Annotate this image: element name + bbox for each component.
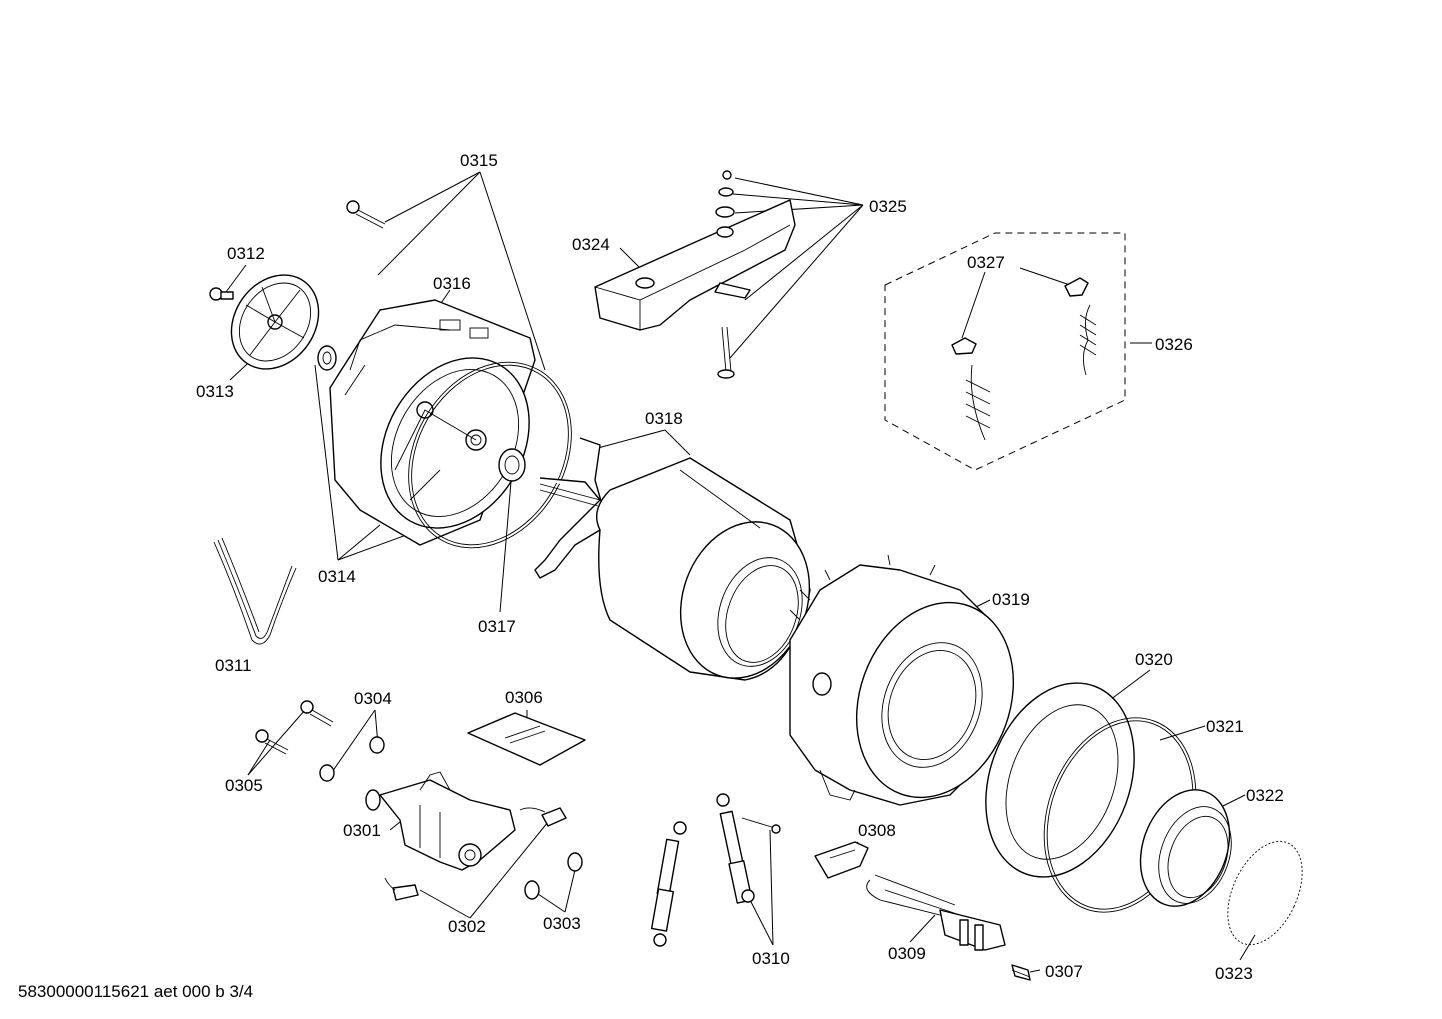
screw-0315 bbox=[346, 200, 386, 229]
label-0314: 0314 bbox=[318, 567, 356, 586]
document-0306 bbox=[467, 712, 586, 766]
bearing-0314 bbox=[317, 345, 337, 371]
document-reference: 58300000115621 aet 000 b 3/4 bbox=[18, 982, 253, 1001]
connectors-0302 bbox=[384, 807, 567, 901]
label-0326: 0326 bbox=[1155, 335, 1193, 354]
label-0308: 0308 bbox=[858, 821, 896, 840]
label-0303: 0303 bbox=[543, 914, 581, 933]
spring-kit-0326 bbox=[884, 232, 1126, 471]
label-0315: 0315 bbox=[460, 151, 498, 170]
bushings-0303 bbox=[524, 852, 583, 900]
hardware-0325 bbox=[715, 170, 735, 379]
label-0324: 0324 bbox=[572, 235, 610, 254]
counterweight-0324 bbox=[594, 199, 796, 331]
front-tub-0319 bbox=[789, 554, 1015, 806]
label-0304: 0304 bbox=[354, 689, 392, 708]
shock-absorbers-0310 bbox=[650, 793, 781, 947]
label-0305: 0305 bbox=[225, 776, 263, 795]
label-0307: 0307 bbox=[1045, 962, 1083, 981]
drum-0318 bbox=[534, 437, 811, 681]
bearing-0317 bbox=[498, 448, 526, 482]
sensor-0307 bbox=[1011, 964, 1031, 981]
label-0323: 0323 bbox=[1215, 964, 1253, 983]
label-0302: 0302 bbox=[448, 917, 486, 936]
label-0309: 0309 bbox=[888, 944, 926, 963]
screws-0305 bbox=[255, 700, 334, 755]
drive-belt-0311 bbox=[213, 537, 297, 645]
screw-0312 bbox=[209, 287, 234, 301]
seal-ring-0315 bbox=[408, 361, 572, 549]
clip-0308 bbox=[814, 841, 869, 879]
label-0316: 0316 bbox=[433, 274, 471, 293]
label-0319: 0319 bbox=[992, 590, 1030, 609]
label-0317: 0317 bbox=[478, 617, 516, 636]
label-0321: 0321 bbox=[1206, 717, 1244, 736]
bushings-0304 bbox=[319, 736, 385, 782]
motor-0301 bbox=[365, 771, 516, 871]
label-0320: 0320 bbox=[1135, 650, 1173, 669]
label-0311: 0311 bbox=[215, 656, 252, 675]
label-0310: 0310 bbox=[752, 949, 790, 968]
label-0318: 0318 bbox=[645, 409, 683, 428]
label-0312: 0312 bbox=[227, 244, 265, 263]
label-0322: 0322 bbox=[1246, 786, 1284, 805]
springs-0327 bbox=[951, 277, 1097, 441]
pulley-0313 bbox=[230, 274, 320, 370]
label-0325: 0325 bbox=[869, 197, 907, 216]
rear-tub-0316 bbox=[329, 299, 536, 546]
label-0306: 0306 bbox=[505, 688, 543, 707]
heater-0309 bbox=[866, 874, 1006, 951]
label-0327: 0327 bbox=[967, 253, 1005, 272]
part-labels: 0315 0312 0316 0313 0314 0317 0318 0311 … bbox=[196, 151, 1284, 983]
clamp-spring-0323 bbox=[1227, 840, 1303, 946]
label-0313: 0313 bbox=[196, 382, 234, 401]
label-0301: 0301 bbox=[343, 821, 381, 840]
front-ring-0322 bbox=[1139, 789, 1232, 907]
